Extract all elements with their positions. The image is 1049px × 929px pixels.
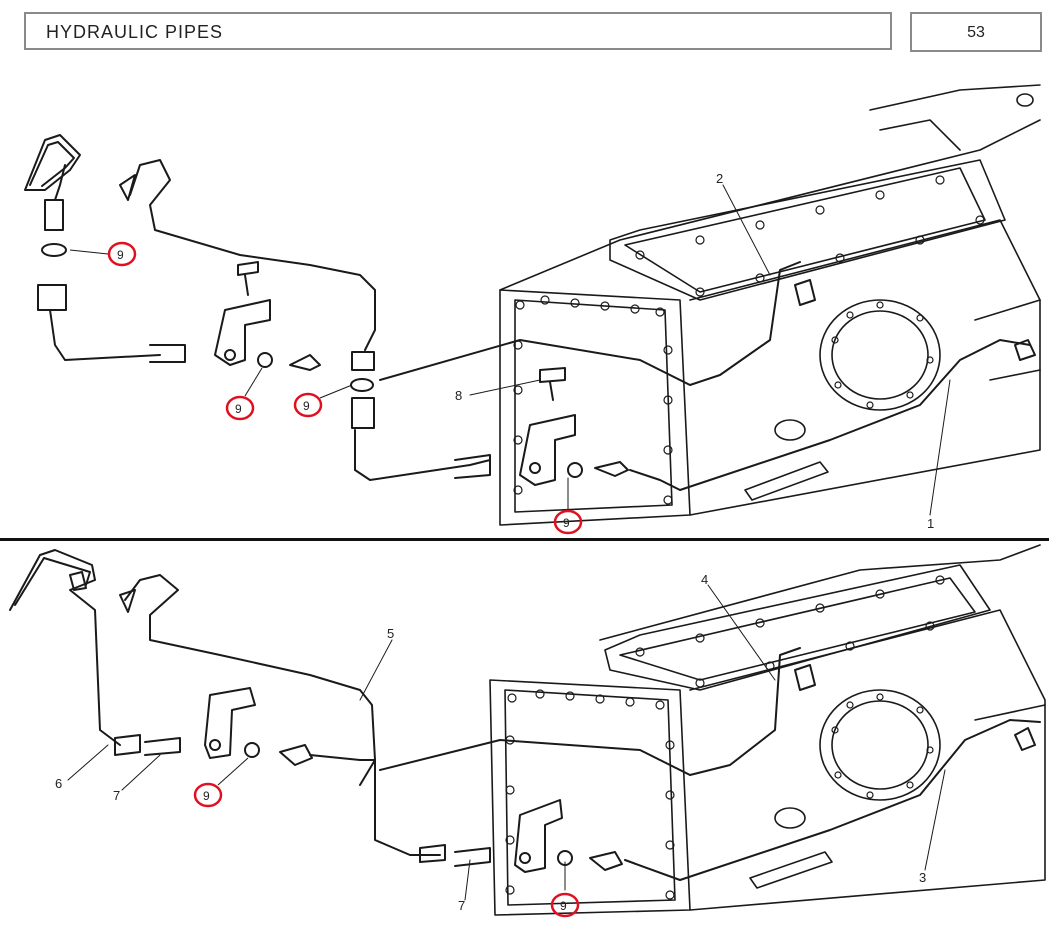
circled-9-label: 9 [303, 399, 310, 413]
upper-bolts [513, 175, 985, 505]
upper-pipes [24, 134, 1036, 491]
lower-leaders [67, 584, 946, 901]
lower-bolts [505, 575, 945, 900]
callout-4: 4 [701, 572, 708, 587]
circled-9-marker: 9 [553, 509, 583, 535]
circled-9-marker: 9 [193, 757, 249, 808]
circled-9-marker: 9 [69, 241, 137, 267]
upper-leaders [469, 184, 951, 516]
callout-3: 3 [919, 870, 926, 885]
section-divider [0, 538, 1049, 541]
upper-callouts: 1 2 8 [455, 171, 934, 531]
lower-callouts: 3 4 5 6 7 7 [55, 572, 926, 913]
callout-1: 1 [927, 516, 934, 531]
circled-9-label: 9 [563, 516, 570, 530]
callout-7-left: 7 [113, 788, 120, 803]
callout-8: 8 [455, 388, 462, 403]
title-box: HYDRAULIC PIPES [24, 12, 892, 50]
lower-pipes [9, 549, 1041, 881]
lower-view [9, 544, 1046, 916]
lower-circled-markers: 9 9 [193, 757, 580, 918]
page-number: 53 [967, 24, 985, 41]
callout-2: 2 [716, 171, 723, 186]
circled-9-marker: 9 [293, 384, 353, 418]
circled-9-label: 9 [203, 789, 210, 803]
circled-9-marker: 9 [550, 892, 580, 918]
page-title: HYDRAULIC PIPES [46, 22, 224, 42]
upper-view [24, 84, 1041, 526]
upper-circled-markers: 9 9 9 9 [69, 241, 583, 535]
callout-5: 5 [387, 626, 394, 641]
circled-9-label: 9 [117, 248, 124, 262]
callout-6: 6 [55, 776, 62, 791]
page-number-box: 53 [910, 12, 1042, 52]
callout-7-right: 7 [458, 898, 465, 913]
circled-9-label: 9 [560, 899, 567, 913]
circled-9-marker: 9 [225, 367, 263, 421]
circled-9-label: 9 [235, 402, 242, 416]
upper-housing [499, 84, 1041, 526]
lower-housing [489, 544, 1046, 916]
